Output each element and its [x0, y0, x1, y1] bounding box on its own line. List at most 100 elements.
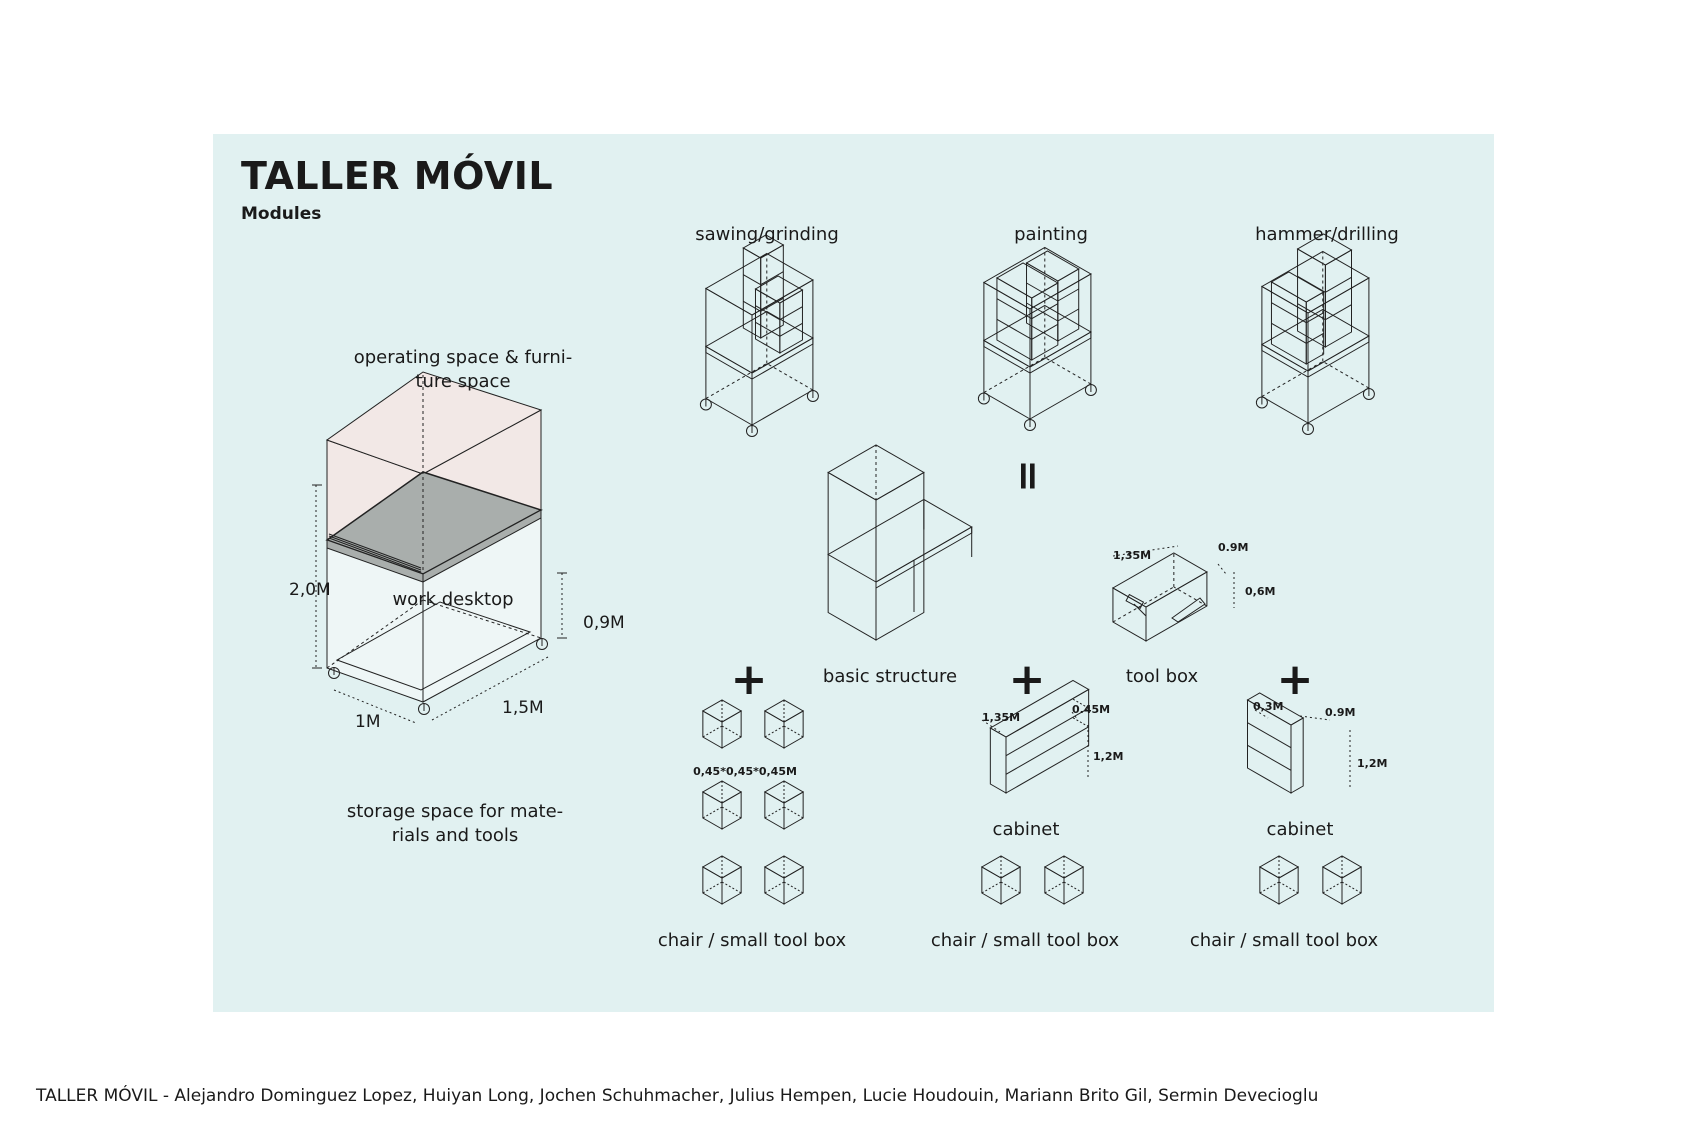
variant-sawing-shelf-line — [755, 305, 781, 321]
variant-hammer-frame-hidden-edge — [1322, 361, 1370, 389]
variant-hammer-shelf-line — [1297, 275, 1326, 293]
cube-5-hidden — [721, 881, 742, 894]
chair-label-2: chair / small tool box — [930, 930, 1120, 951]
variant-painting-shelf-line — [996, 318, 1032, 340]
cube-10-top — [1321, 855, 1363, 879]
hammer-icon — [1125, 593, 1145, 609]
cabinet-narrow-top — [1246, 692, 1305, 726]
variant-hammer-shelf-unit-0 — [1270, 281, 1307, 365]
tool-box-label: tool box — [1125, 666, 1199, 687]
tool-box-top-face — [1111, 552, 1208, 608]
variant-sawing-frame-hidden-edge — [705, 363, 768, 399]
cube-8-top — [1043, 855, 1085, 879]
cube-9-top — [1258, 855, 1300, 879]
cabinet-narrow-height-dim: 1,2M — [1357, 757, 1388, 770]
cube-9-hidden — [1259, 881, 1280, 894]
plus-symbol-2: + — [1008, 654, 1046, 705]
hidden-back-edge — [326, 599, 424, 669]
cabinet-narrow-label: cabinet — [1266, 819, 1334, 840]
variant-sawing-shelf-line — [743, 300, 761, 312]
variant-sawing-frame-hidden-edge — [766, 363, 814, 391]
variant-sawing-shelf-line — [760, 271, 784, 286]
cube-10-hidden — [1341, 881, 1362, 894]
cabinet-wide-shelf — [1072, 717, 1089, 728]
variant-painting-shelf-line — [1057, 308, 1079, 322]
equals-symbol: = — [1005, 459, 1051, 493]
storage-space-label: storage space for mate- rials and tools — [346, 801, 564, 846]
desk-height-dimension: 0,9M — [583, 613, 625, 633]
tool-box-dim-line — [1112, 545, 1179, 557]
cube-7-top — [980, 855, 1022, 879]
cabinet-wide-length-dim: 1,35M — [982, 711, 1021, 724]
page-subtitle: Modules — [241, 204, 322, 224]
tool-box-hidden-edge — [1173, 586, 1208, 607]
cube-1-hidden — [702, 725, 723, 738]
cube-3-hidden — [702, 806, 723, 819]
cabinet-wide-depth-dim: 0.45M — [1072, 703, 1111, 716]
height-dimension: 2,0M — [289, 580, 331, 600]
cube-6-hidden — [764, 881, 785, 894]
cube-4-top — [763, 780, 805, 804]
tool-box-left-face — [1112, 587, 1147, 642]
page-title: TALLER MÓVIL — [241, 154, 554, 198]
cabinet-narrow-width-dim: 0.9M — [1325, 706, 1356, 719]
variant-painting-shelf-unit-top-1 — [1025, 250, 1080, 282]
cube-8-hidden — [1063, 881, 1084, 894]
variant-painting-shelf-unit-top-0 — [995, 262, 1059, 299]
tool-box-dim-line — [1217, 563, 1227, 575]
saw-icon — [1171, 597, 1206, 623]
cabinet-narrow-front — [1247, 699, 1292, 794]
cabinet-narrow-depth-dim: 0,3M — [1253, 700, 1284, 713]
operating-space-label: operating space & furni- ture space — [353, 347, 573, 392]
cube-3-top — [701, 780, 743, 804]
variant-label-painting: painting — [1014, 224, 1088, 245]
variant-painting-shelf-line — [1031, 323, 1059, 340]
variant-hammer-shelf-line — [1306, 312, 1324, 324]
cube-9-hidden — [1278, 881, 1299, 894]
cube-5-top — [701, 855, 743, 879]
variant-sawing-shelf-unit-top-0 — [754, 275, 804, 304]
variant-sawing-shelf-unit-top-1 — [742, 234, 785, 259]
variant-painting-desk-side — [1029, 331, 1092, 374]
plus-symbol-1: + — [730, 654, 768, 705]
variant-painting-shelf-unit-side-1 — [1057, 268, 1080, 342]
variant-hammer-shelf-line — [1325, 304, 1352, 321]
variant-painting-shelf-line — [1026, 282, 1059, 302]
hidden-back-edge — [422, 599, 542, 639]
cabinet-narrow-shelf — [1247, 722, 1292, 749]
cabinet-wide-shelf — [1072, 698, 1089, 709]
variant-sawing-shelf-line — [743, 274, 761, 286]
variant-sawing-shelf-unit-0 — [754, 288, 781, 354]
variant-painting-shelf-line — [996, 298, 1032, 320]
variant-label-sawing: sawing/grinding — [695, 224, 839, 245]
depth-dimension: 1M — [355, 712, 381, 732]
cube-2-top — [763, 699, 805, 723]
variant-label-hammer: hammer/drilling — [1255, 224, 1399, 245]
upper-volume-top — [325, 371, 543, 475]
storage-shelf — [335, 601, 532, 691]
variant-hammer-shelf-line — [1271, 302, 1307, 324]
cube-6-hidden — [783, 881, 804, 894]
variant-sawing-shelf-line — [779, 322, 803, 337]
cube-4-hidden — [764, 806, 785, 819]
cube-5-hidden — [702, 881, 723, 894]
variant-hammer-shelf-line — [1306, 332, 1324, 344]
tool-box-width-dim: 0.9M — [1218, 541, 1249, 554]
desk-layer-line — [328, 537, 422, 573]
work-desktop-label: work desktop — [392, 589, 514, 610]
cabinet-narrow-dim — [1299, 715, 1331, 721]
basic-structure-top — [827, 444, 925, 501]
cube-7-hidden — [1000, 881, 1021, 894]
variant-hammer-shelf-unit-side-1 — [1324, 249, 1352, 348]
plus-symbol-3: + — [1276, 654, 1314, 705]
cube-7-hidden — [981, 881, 1002, 894]
variant-hammer-shelf-unit-top-0 — [1270, 271, 1325, 303]
cube-10-hidden — [1322, 881, 1343, 894]
variant-hammer-desk — [1260, 308, 1370, 372]
cube-2-hidden — [783, 725, 804, 738]
variant-sawing-shelf-line — [760, 297, 784, 312]
tool-box-hidden-edge — [1112, 586, 1175, 623]
cube-dimensions: 0,45*0,45*0,45M — [693, 765, 797, 778]
cabinet-wide-left — [989, 727, 1007, 794]
desk-layer-line — [328, 535, 422, 571]
